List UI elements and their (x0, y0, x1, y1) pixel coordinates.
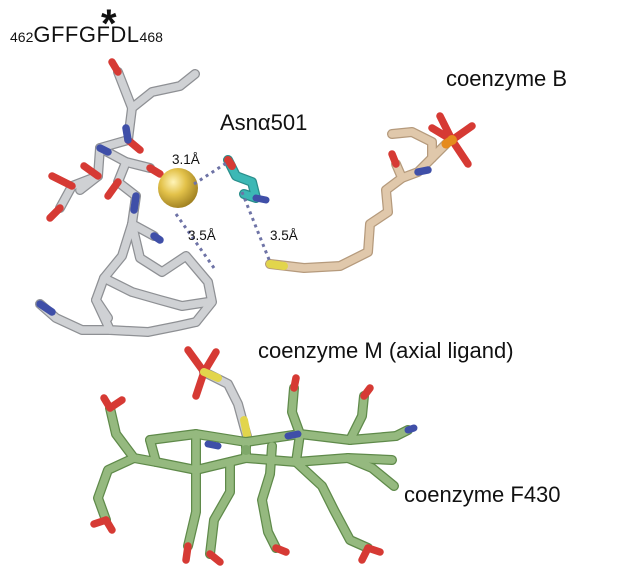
coenzyme-b (265, 112, 476, 273)
coenzyme-f430 (90, 374, 418, 566)
coenzyme-m-label: coenzyme M (axial ligand) (258, 338, 514, 363)
asn-residue (223, 155, 270, 204)
hydrogen-bonds (174, 160, 272, 269)
coenzyme-m (184, 346, 253, 445)
sulfur-sphere (158, 168, 198, 208)
coenzyme-f430-label: coenzyme F430 (404, 482, 561, 507)
asn-label: Asnα501 (220, 110, 308, 135)
sequence-marker: * (101, 2, 117, 46)
distance-label-3: 3.5Å (270, 228, 298, 243)
sequence-end-number: 468 (139, 29, 163, 45)
distance-label-1: 3.1Å (172, 152, 200, 167)
sequence-label: 462GFFGFDL468 (10, 22, 163, 48)
peptide-backbone (35, 58, 217, 337)
coenzyme-b-label: coenzyme B (446, 66, 568, 91)
distance-label-2: 3.5Å (188, 228, 216, 243)
sequence-start-number: 462 (10, 29, 34, 45)
sequence-residues: GFFGFDL (33, 22, 140, 47)
